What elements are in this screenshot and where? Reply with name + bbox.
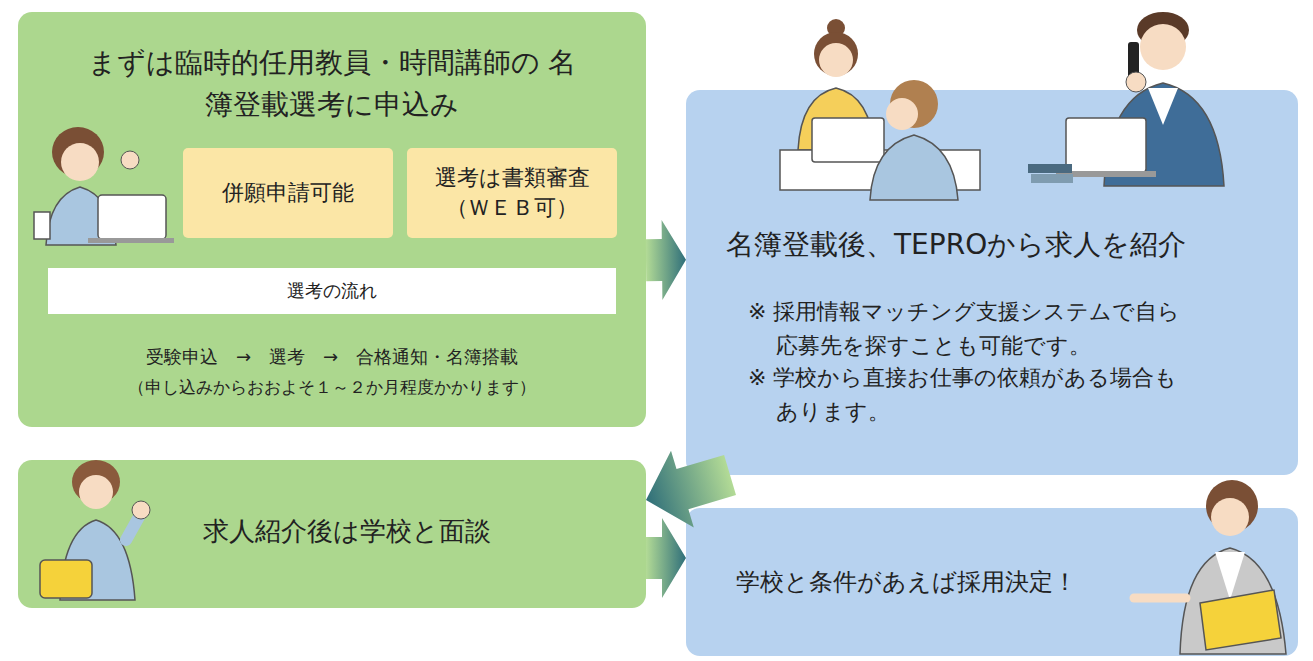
band-text: 選考の流れ: [48, 279, 616, 303]
hair: [72, 460, 120, 504]
face: [1211, 498, 1249, 536]
block-arrow: [646, 220, 686, 300]
feature-box: 併願申請可能: [183, 148, 393, 238]
body: [870, 135, 958, 200]
folder: [1200, 590, 1281, 650]
panel-heading: 求人紹介後は学校と面談: [203, 514, 563, 548]
body: [798, 88, 874, 150]
feature-text: 併願申請可能: [183, 179, 393, 207]
feature-box: 選考は書類審査 （ＷＥＢ可）: [407, 148, 617, 238]
laptop: [98, 195, 166, 239]
fist: [132, 501, 150, 519]
panel-heading: まずは臨時的任用教員・時間講師の 名簿登載選考に申込み: [82, 42, 582, 126]
step-panel: 学校と条件があえば採用決定！: [686, 508, 1298, 656]
panel-heading: 学校と条件があえば採用決定！: [736, 566, 1156, 598]
laptop: [1066, 118, 1146, 172]
note-text: ※ 採用情報マッチング支援システムで自ら応募先を探すことも可能です。: [748, 295, 1188, 363]
face: [1140, 24, 1186, 70]
hair: [1137, 12, 1189, 48]
block-arrow: [646, 451, 736, 528]
body: [1104, 83, 1224, 186]
note-text: ※ 学校から直接お仕事の依頼がある場合もあります。: [748, 361, 1188, 429]
face: [61, 143, 99, 181]
face: [79, 475, 113, 509]
body: [1180, 548, 1286, 654]
laptop-base: [1056, 171, 1156, 177]
hair: [814, 32, 858, 76]
feature-text: 選考は書類審査 （ＷＥＢ可）: [424, 163, 600, 223]
pointing-hand: [1134, 594, 1186, 603]
shirt: [1148, 88, 1178, 125]
cup: [34, 212, 50, 239]
step-panel: 求人紹介後は学校と面談: [18, 460, 646, 608]
shirt: [1215, 552, 1245, 600]
ok-hand: [121, 151, 139, 169]
bag: [40, 560, 92, 598]
face: [819, 43, 853, 77]
note-text: （申し込みからおおよそ１～２か月程度かかります）: [18, 374, 646, 400]
face: [886, 98, 918, 130]
phone: [1128, 42, 1139, 78]
hair: [1206, 480, 1258, 532]
body: [46, 187, 116, 245]
hair: [890, 80, 938, 128]
hair: [52, 127, 104, 177]
section-band: 選考の流れ: [48, 268, 616, 314]
step-panel: まずは臨時的任用教員・時間講師の 名簿登載選考に申込み受験申込 → 選考 → 合…: [18, 12, 646, 427]
laptop-base: [88, 238, 174, 243]
body: [60, 520, 135, 600]
laptop: [812, 118, 884, 162]
flow-text: 受験申込 → 選考 → 合格通知・名簿搭載: [18, 344, 646, 370]
panel-heading: 名簿登載後、TEPROから求人を紹介: [726, 226, 1296, 264]
hair-bun: [827, 19, 845, 37]
book: [1031, 174, 1073, 183]
arm: [126, 515, 140, 540]
book: [1028, 164, 1072, 173]
block-arrow: [646, 518, 686, 598]
hand: [1126, 72, 1146, 92]
desk: [780, 150, 980, 190]
step-panel: 名簿登載後、TEPROから求人を紹介 ※ 採用情報マッチング支援システムで自ら応募…: [686, 90, 1298, 475]
